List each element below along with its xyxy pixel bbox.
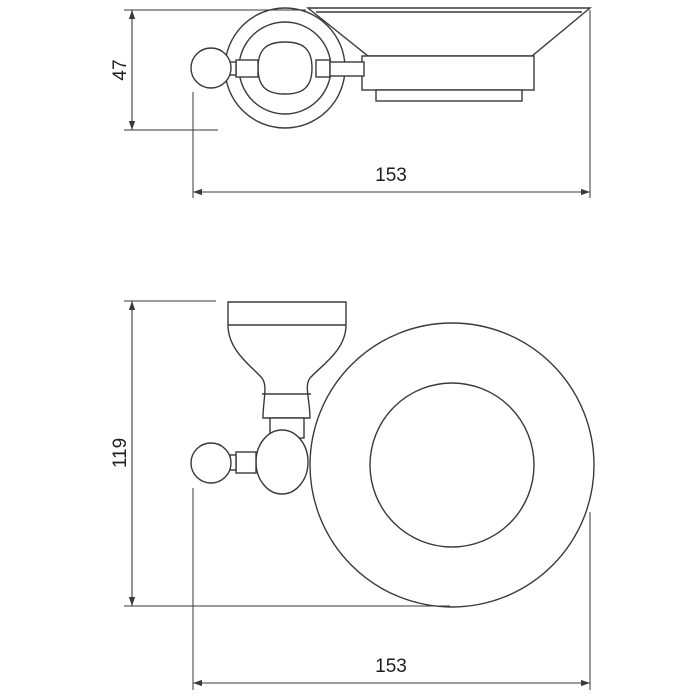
soap-dish-plan (309, 322, 595, 608)
holder-arm-profile (190, 41, 365, 95)
dimension-119: 119 (110, 300, 450, 607)
dimension-label-width-front: 153 (375, 656, 407, 677)
support-arm (190, 429, 309, 495)
front-view: 119 153 (110, 300, 595, 690)
dimension-label-height-top: 47 (110, 59, 131, 80)
dimension-153-front: 153 (192, 488, 591, 690)
top-view: 47 153 (110, 7, 592, 198)
soap-dish-profile (306, 7, 592, 102)
dimension-label-width-top: 153 (375, 165, 407, 186)
dimension-47: 47 (110, 9, 306, 131)
dimension-153-top: 153 (192, 10, 591, 198)
dimension-label-height-front: 119 (110, 438, 131, 468)
